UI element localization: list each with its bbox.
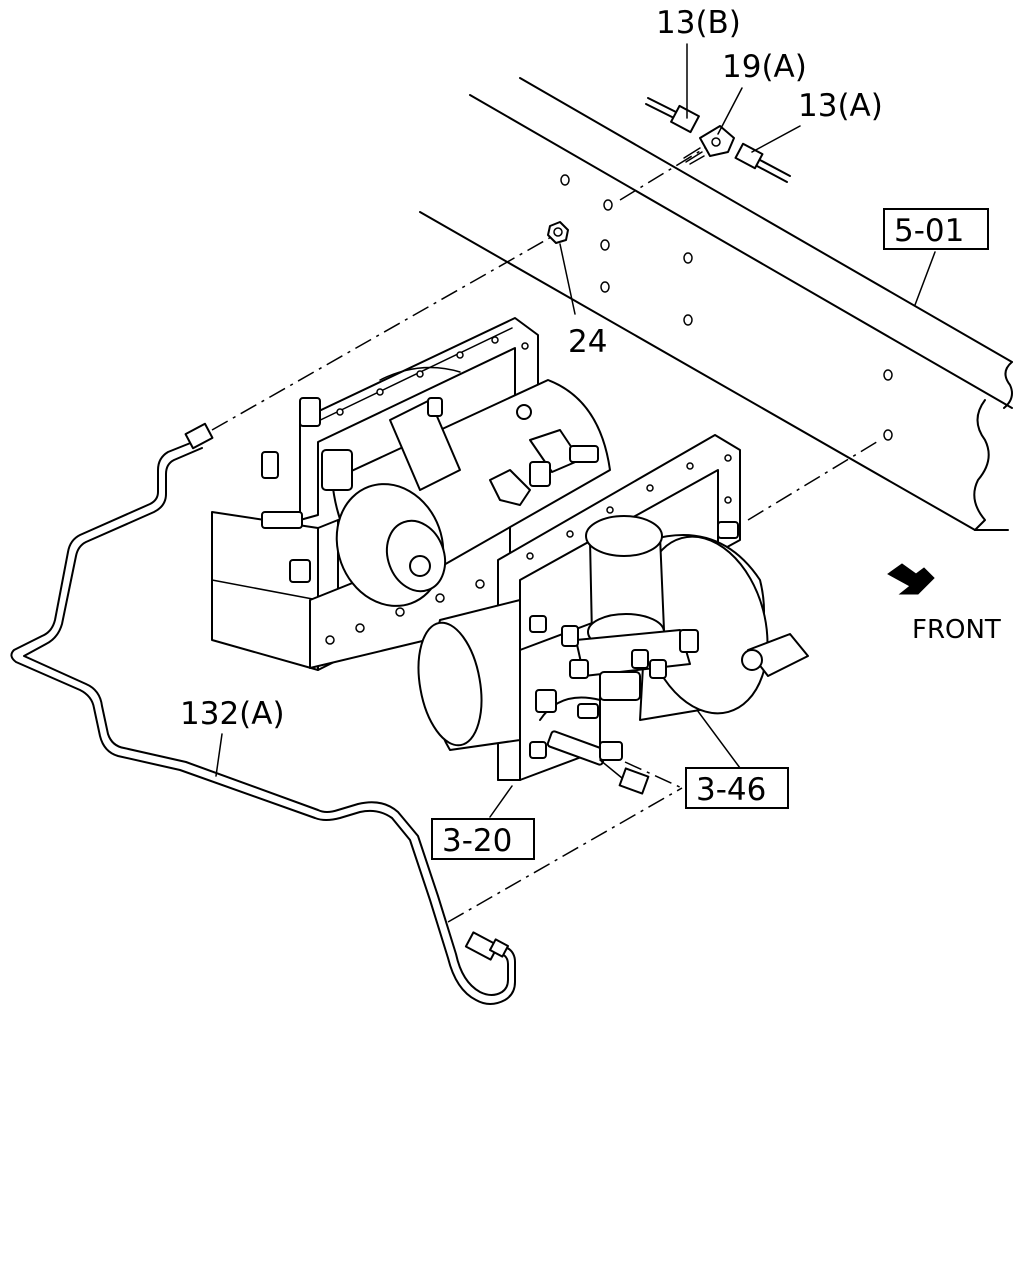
fitting-13a (734, 142, 791, 183)
ref-label-5-01: 5-01 (894, 213, 964, 249)
callout-13b: 13(B) (656, 5, 741, 41)
nut-24 (547, 221, 569, 244)
fitting-19a (683, 125, 735, 165)
front-label: FRONT (912, 615, 1001, 645)
callout-19a: 19(A) (722, 49, 807, 85)
center-lines (211, 144, 881, 923)
callout-24: 24 (568, 324, 607, 360)
ref-box-3-20 (431, 818, 535, 860)
right-module-assembly (417, 434, 809, 795)
front-arrow-icon (887, 563, 935, 595)
callout-132a: 132(A) (180, 696, 285, 732)
left-module-assembly (211, 317, 611, 671)
brake-pipe-132a (10, 422, 516, 1005)
ref-box-3-46 (685, 767, 789, 809)
ref-label-3-20: 3-20 (442, 823, 512, 859)
callout-13a: 13(A) (798, 88, 883, 124)
fitting-13b (645, 97, 700, 134)
frame-rail (419, 77, 1013, 531)
ref-label-3-46: 3-46 (696, 772, 766, 808)
ref-box-5-01 (883, 208, 989, 250)
